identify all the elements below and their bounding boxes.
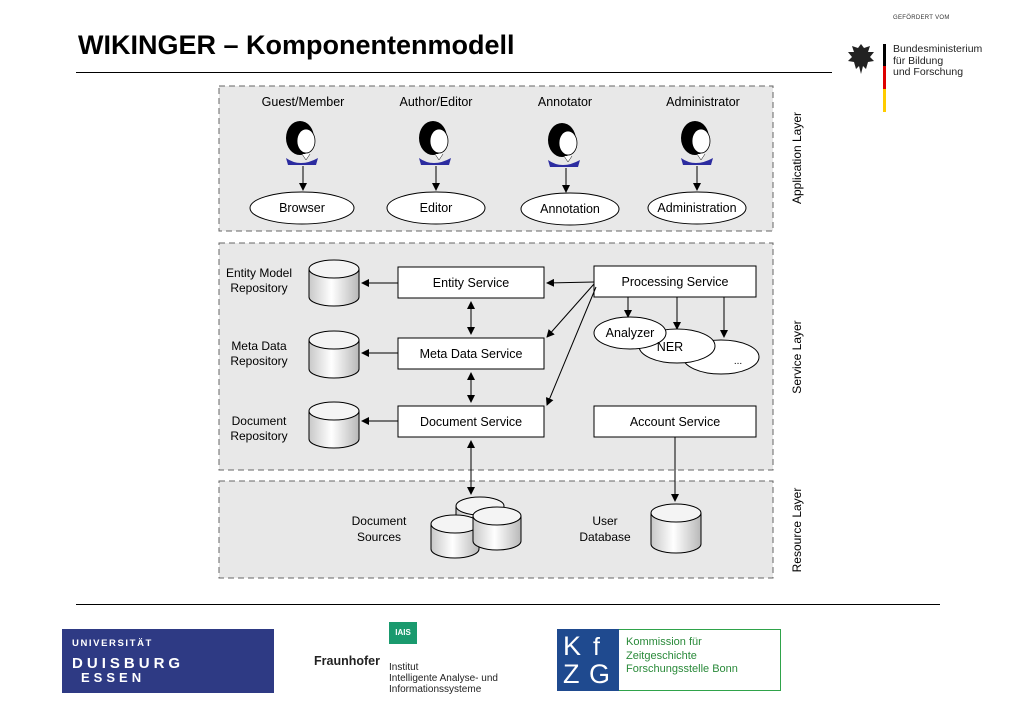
kfzg-letter: K <box>563 631 582 661</box>
repository-label: Entity Model <box>226 266 292 280</box>
fraunhofer-line: Intelligente Analyse- und <box>389 673 498 684</box>
ude-letter: E <box>119 670 132 685</box>
resource-label: Database <box>579 530 631 544</box>
client-label: Browser <box>279 201 325 215</box>
iais-badge: IAIS <box>389 622 417 644</box>
bmbf-line: und Forschung <box>893 66 964 78</box>
ude-letter: I <box>101 655 107 672</box>
sponsor-label: GEFÖRDERT VOM <box>893 15 950 21</box>
resource-layer-label: Resource Layer <box>790 488 804 573</box>
service-label: Entity Service <box>433 276 509 290</box>
ude-letter: R <box>153 655 166 672</box>
repository-label: Repository <box>230 429 287 443</box>
entity-service-box <box>397 266 545 299</box>
service-label: Account Service <box>630 415 720 429</box>
ude-letter: S <box>109 655 121 672</box>
service-label: Meta Data Service <box>420 347 523 361</box>
flag-stripe <box>883 44 886 112</box>
bmbf-line: für Bildung <box>893 54 944 67</box>
document-repository-cylinder <box>308 401 360 449</box>
client-label: Annotation <box>540 202 600 216</box>
resource-label: Document <box>352 514 407 528</box>
kfzg-line: Zeitgeschichte <box>626 649 697 662</box>
client-browser <box>249 191 355 225</box>
client-editor <box>386 191 486 225</box>
bmbf-line: Bundesministerium <box>893 43 983 55</box>
service-label: Document Service <box>420 415 522 429</box>
kfzg-letter: f <box>593 633 600 661</box>
fraunhofer-name: Fraunhofer <box>314 654 380 668</box>
meta-service-box <box>397 337 545 370</box>
processor-label: NER <box>657 340 683 354</box>
resource-label: Sources <box>357 530 401 544</box>
processing-service-box <box>593 265 757 298</box>
service-layer-label: Service Layer <box>790 320 804 393</box>
actor-label: Administrator <box>666 95 740 109</box>
ude-top-text: UNIVERSITÄT <box>72 638 153 649</box>
actor-label: Guest/Member <box>262 95 345 109</box>
ude-letter: G <box>168 655 182 672</box>
ude-letter: B <box>123 655 136 672</box>
actor-label: Author/Editor <box>400 95 473 109</box>
kfzg-line: Kommission für <box>626 636 702 648</box>
title-divider <box>76 72 832 73</box>
ude-letter: U <box>138 655 151 672</box>
ude-letter: S <box>106 670 120 685</box>
processor-label: ... <box>734 356 742 367</box>
kfzg-line: Forschungsstelle Bonn <box>626 663 738 675</box>
bmbf-logo-text: Bundesministerium für Bildung und Forsch… <box>893 43 983 79</box>
document-sources-cylinder <box>430 496 522 559</box>
client-administration <box>647 191 747 225</box>
client-annotation <box>520 192 620 226</box>
client-label: Administration <box>657 201 736 215</box>
ude-letter: E <box>81 670 94 685</box>
application-layer-label: Application Layer <box>790 112 804 204</box>
federal-eagle-icon <box>848 44 874 74</box>
entity-repository-cylinder <box>308 259 360 307</box>
repository-label: Meta Data <box>231 339 287 353</box>
repository-label: Document <box>232 414 287 428</box>
fraunhofer-line: Informationssysteme <box>389 684 482 695</box>
ude-letter: U <box>86 655 99 672</box>
repository-label: Repository <box>230 281 287 295</box>
ude-letter: S <box>93 670 107 685</box>
user-database-cylinder <box>650 503 702 554</box>
client-label: Editor <box>420 201 453 215</box>
processor-analyzer <box>593 316 667 350</box>
ude-letter: N <box>131 670 146 685</box>
kfzg-logo-mark: K f Z G <box>557 629 619 691</box>
fraunhofer-line: Institut <box>389 662 419 673</box>
resource-label: User <box>592 514 617 528</box>
ude-letter: D <box>72 655 84 672</box>
footer-divider <box>76 604 940 605</box>
account-service-box <box>593 405 757 438</box>
page-title: WIKINGER – Komponentenmodell <box>78 30 515 60</box>
fraunhofer-institute-text: Institut Intelligente Analyse- und Infor… <box>389 662 498 695</box>
service-label: Processing Service <box>622 275 729 289</box>
meta-repository-cylinder <box>308 330 360 379</box>
repository-label: Repository <box>230 354 287 368</box>
ude-sub-letters: ESSEN <box>81 670 145 685</box>
kfzg-letter: G <box>589 659 611 689</box>
processor-label: Analyzer <box>606 326 655 340</box>
actor-label: Annotator <box>538 95 592 109</box>
kfzg-letter: Z <box>563 659 580 689</box>
kfzg-text: Kommission für Zeitgeschichte Forschungs… <box>626 636 738 677</box>
component-diagram: Application Layer Service Layer Resource… <box>218 85 804 579</box>
